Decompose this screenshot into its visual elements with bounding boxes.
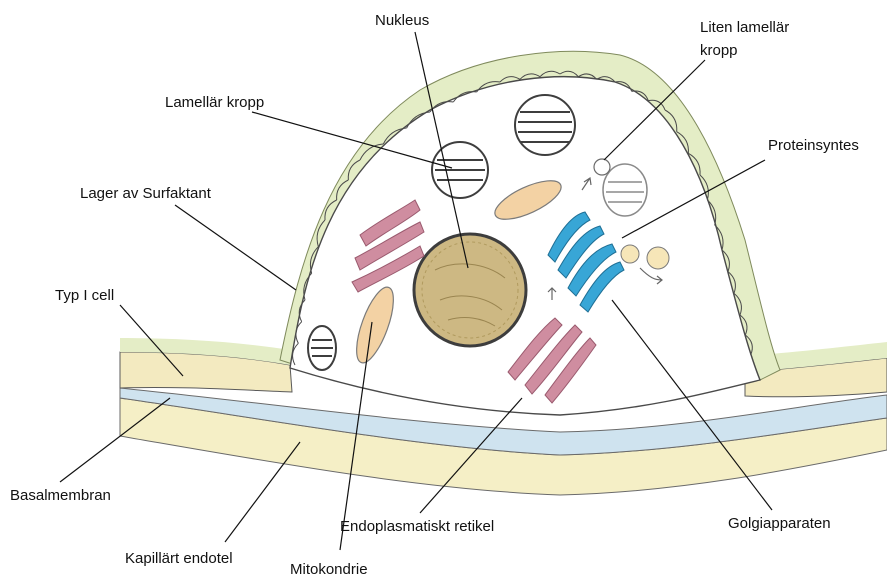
small-lamellar-body (594, 159, 610, 175)
nucleus (414, 234, 526, 346)
lamellar-body-medium (432, 142, 488, 198)
label-basalmembran: Basalmembran (10, 487, 111, 504)
label-proteinsyntes: Proteinsyntes (768, 137, 859, 154)
label-golgiapparaten: Golgiapparaten (728, 515, 831, 532)
lamellar-body-small (308, 326, 336, 370)
label-liten-lamellar-line1: Liten lamellär (700, 19, 789, 36)
label-liten-lamellar-line2: kropp (700, 42, 738, 59)
label-lamellar-kropp: Lamellär kropp (165, 94, 264, 111)
label-lager-av-surfaktant: Lager av Surfaktant (80, 185, 212, 202)
leader-surfaktant (175, 205, 296, 290)
lamellar-body-large (515, 95, 575, 155)
label-endoplasmatiskt-retikel: Endoplasmatiskt retikel (340, 518, 494, 535)
label-typ-i-cell: Typ I cell (55, 287, 114, 304)
lamellar-body-forming (603, 164, 647, 216)
label-kapillart-endotel: Kapillärt endotel (125, 550, 233, 567)
label-nukleus: Nukleus (375, 12, 429, 29)
label-mitokondrie: Mitokondrie (290, 561, 368, 578)
